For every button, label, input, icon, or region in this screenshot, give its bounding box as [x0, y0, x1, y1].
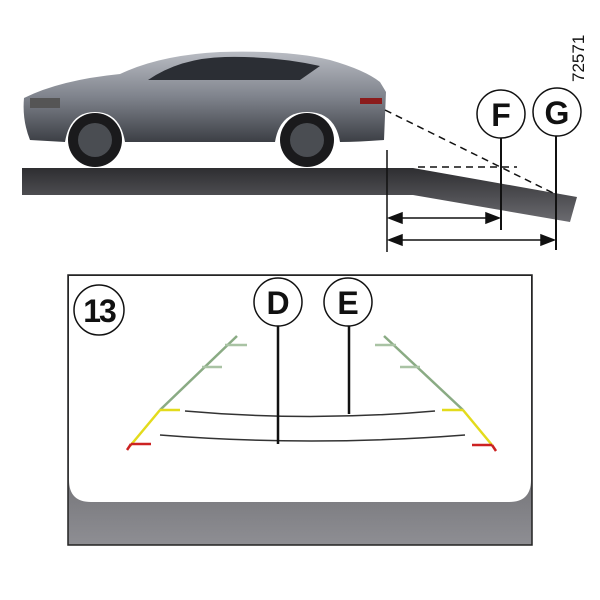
camera-screen-panel [67, 274, 533, 546]
label-d-text: D [266, 285, 289, 321]
label-f: F [476, 89, 526, 139]
distance-arc-near-d [159, 434, 466, 442]
f-distance-arrow [386, 211, 502, 225]
label-g: G [532, 87, 582, 137]
g-distance-arrow [386, 233, 557, 247]
figure-id: 72571 [569, 35, 588, 82]
camera-sight-line [384, 109, 554, 194]
view-number-text: 13 [83, 293, 116, 329]
label-e-text: E [337, 285, 358, 321]
label-f-text: F [491, 97, 511, 133]
view-number-badge: 13 [73, 284, 125, 336]
label-g-text: G [545, 95, 570, 131]
road-ramp [22, 168, 577, 222]
car-illustration [23, 51, 386, 167]
distance-arc-near-e [184, 410, 436, 418]
right-guide-line [375, 335, 498, 452]
label-d: D [253, 277, 303, 327]
label-e: E [323, 277, 373, 327]
left-guide-line [125, 335, 247, 451]
